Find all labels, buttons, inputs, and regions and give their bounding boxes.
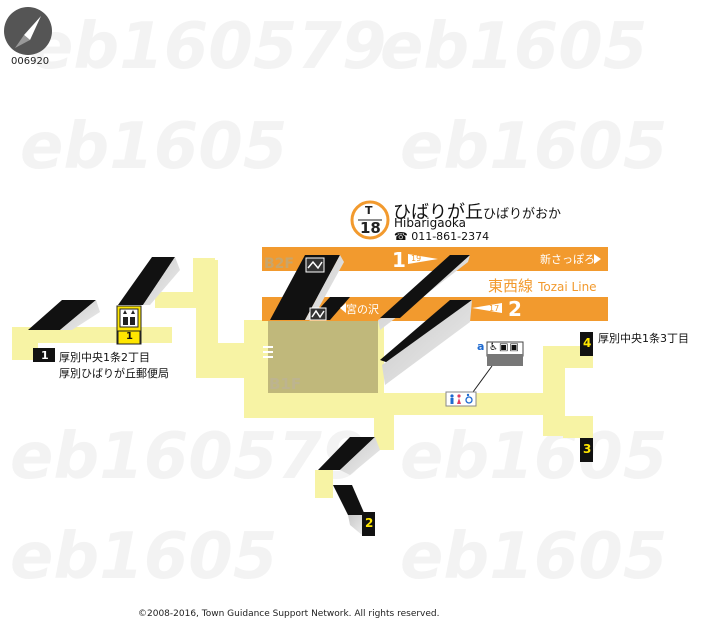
track-2-destination: 宮の沢 <box>339 301 379 317</box>
station-number: 18 <box>360 219 381 237</box>
watermark: eb1605 <box>400 420 668 494</box>
track-1-destination: 新さっぽろ <box>540 253 595 266</box>
line-name-en: Tozai Line <box>538 280 597 294</box>
exit-4-box <box>580 332 593 356</box>
watermark: eb1605 <box>10 520 278 594</box>
exit-2-number: 2 <box>365 516 374 530</box>
watermark: eb1605 <box>400 520 668 594</box>
exit-1-destination: 厚別ひばりが丘郵便局 <box>59 367 169 380</box>
track-2-destination-name: 宮の沢 <box>346 303 379 316</box>
facility-letter: a <box>477 340 485 353</box>
line-name: 東西線 Tozai Line <box>488 275 597 296</box>
escalator-icon <box>305 257 325 273</box>
direction-flag-track-1 <box>408 254 438 264</box>
direction-flag-track-2 <box>472 303 502 313</box>
exit-4-number: 4 <box>583 336 592 350</box>
floor-b2f-label: B2F <box>264 256 294 272</box>
wheelchair-icon <box>465 393 473 404</box>
line-name-ja: 東西線 <box>488 277 534 295</box>
escalator-icon <box>309 307 327 321</box>
exit-elevator-box <box>117 330 141 345</box>
station-line-letter: T <box>365 204 373 217</box>
arrow-left-icon <box>340 303 346 313</box>
arrow-right-icon <box>594 254 601 264</box>
exit-1-box <box>33 348 55 362</box>
station-name-kanji: ひばりが丘 <box>393 202 483 223</box>
exit-2-box <box>362 512 375 536</box>
copyright: ©2008-2016, Town Guidance Support Networ… <box>138 609 440 619</box>
elevator-exit-number: 1 <box>126 331 133 342</box>
ticket-gate-area <box>263 321 378 393</box>
exit-3-number: 3 <box>583 442 592 456</box>
track-2-station-code: 17 <box>489 304 500 313</box>
track-1-number: 1 <box>392 248 406 272</box>
exit-3-box <box>580 438 593 462</box>
watermark: eb1605 <box>20 110 288 184</box>
station-number-badge <box>350 200 390 240</box>
station-name-kana: ひばりがおか <box>483 207 562 222</box>
accessible-toilet-icon: ♿▣▣ <box>489 342 520 353</box>
station-phone: ☎ 011-861-2374 <box>394 230 489 243</box>
map-id: 006920 <box>11 56 50 67</box>
track-1-station-code: 19 <box>411 254 422 263</box>
phone-icon: ☎ <box>394 230 408 243</box>
floor-b1f-label: B1F <box>269 375 302 393</box>
watermark: eb1605 <box>380 10 648 84</box>
watermark: eb1605 <box>400 110 668 184</box>
station-name: ひばりが丘ひばりがおか <box>393 198 561 224</box>
exit-1-number: 1 <box>41 349 49 362</box>
compass-icon <box>4 7 52 55</box>
track-2-number: 2 <box>508 297 522 321</box>
phone-number: 011-861-2374 <box>411 230 490 243</box>
station-name-romaji: Hibarigaoka <box>394 216 466 230</box>
exit-4-destination: 厚別中央1条3丁目 <box>598 332 689 345</box>
facility-box <box>472 341 524 393</box>
watermark: eb160579 <box>30 10 387 84</box>
watermark: eb160579 <box>10 420 367 494</box>
exit-1-destination: 厚別中央1条2丁目 <box>59 351 150 364</box>
